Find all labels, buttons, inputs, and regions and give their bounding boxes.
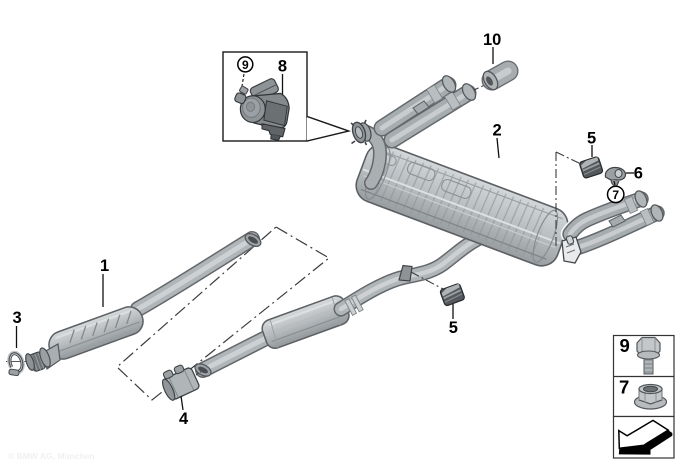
- svg-text:5: 5: [449, 319, 458, 337]
- svg-text:6: 6: [634, 165, 643, 183]
- svg-text:4: 4: [179, 410, 189, 428]
- svg-text:9: 9: [242, 58, 249, 72]
- svg-text:7: 7: [619, 377, 629, 398]
- svg-text:9: 9: [620, 335, 630, 356]
- svg-text:© BMW AG, München: © BMW AG, München: [8, 451, 95, 461]
- svg-text:10: 10: [483, 31, 501, 49]
- svg-text:5: 5: [587, 130, 596, 148]
- svg-text:2: 2: [493, 122, 502, 140]
- svg-text:1: 1: [100, 257, 109, 275]
- svg-text:8: 8: [278, 58, 287, 76]
- svg-text:7: 7: [612, 188, 619, 202]
- svg-text:3: 3: [13, 309, 22, 327]
